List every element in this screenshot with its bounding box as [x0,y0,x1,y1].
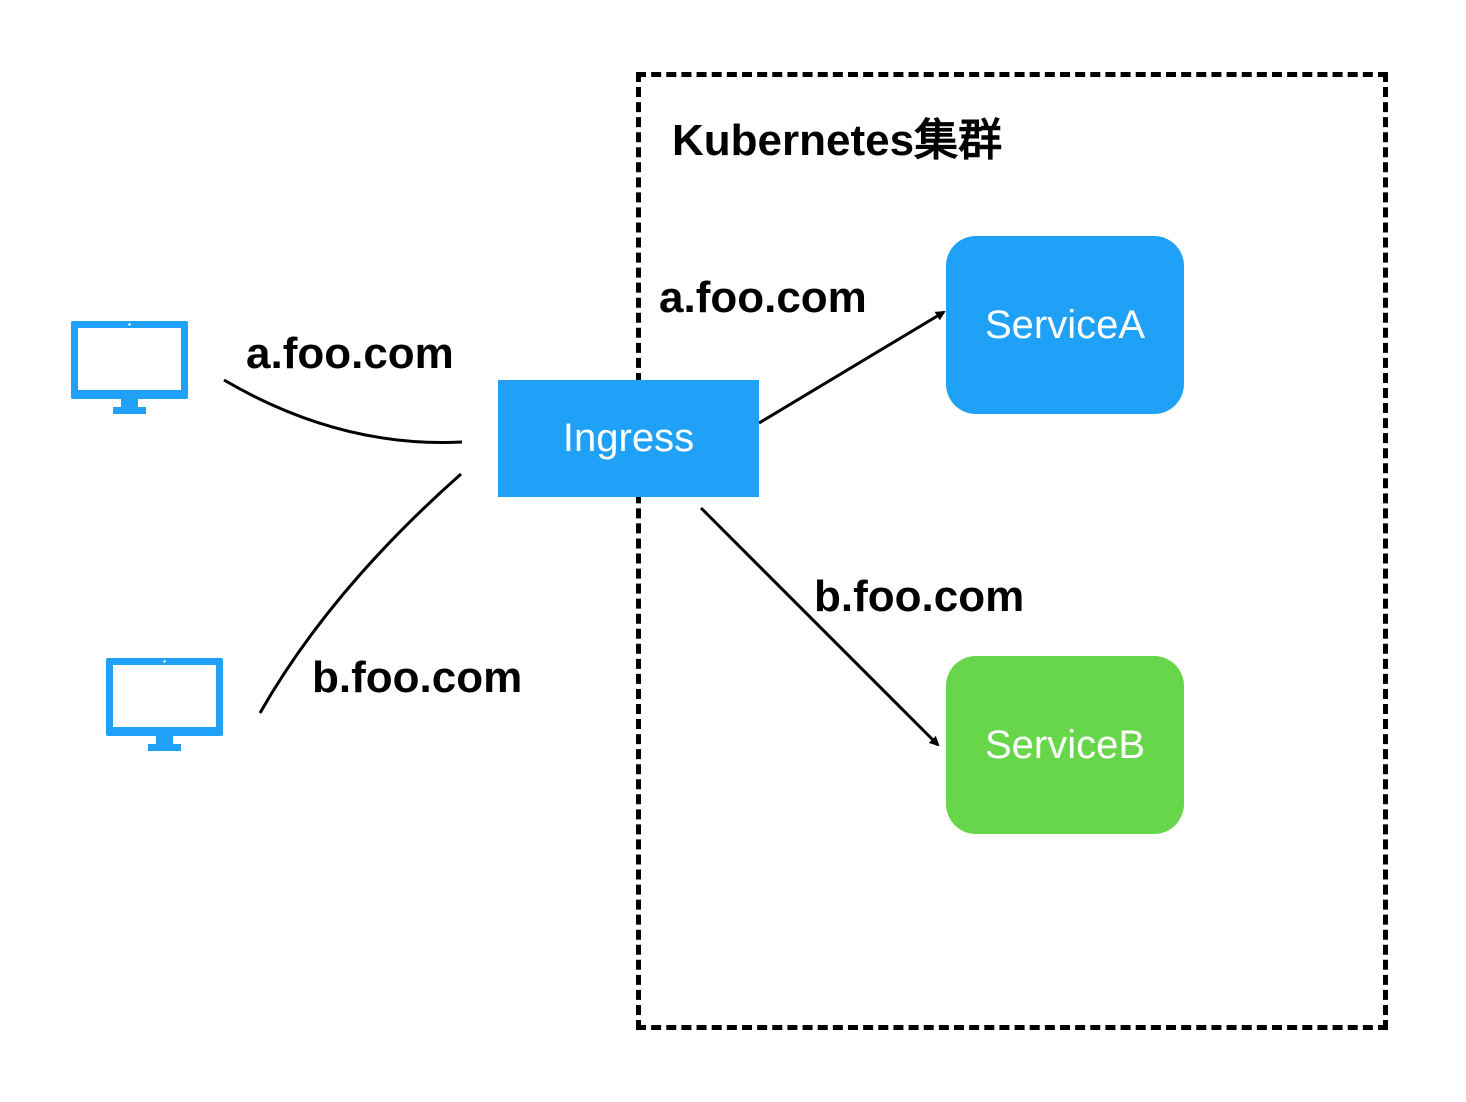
edge-client-b-to-ingress [258,472,462,714]
edge-ingress-to-service-a [758,310,946,425]
kubernetes-cluster-boundary [636,72,1388,1030]
service-b-label: ServiceB [984,722,1146,767]
service-a-label: ServiceA [984,302,1146,347]
edge-ingress-to-service-b [699,506,940,747]
edge-client-a-to-ingress [223,378,463,444]
edge-label-client-b: b.foo.com [312,653,523,702]
edge-label-service-a: a.foo.com [659,273,867,322]
edge-label-service-b: b.foo.com [814,572,1025,621]
edge-label-client-a: a.foo.com [246,329,454,378]
ingress-label: Ingress [562,416,695,460]
service-a-node[interactable]: ServiceA [946,236,1184,414]
cluster-title: Kubernetes集群 [672,116,1003,165]
monitor-icon [71,321,188,414]
monitor-icon [106,658,223,751]
service-b-node[interactable]: ServiceB [946,656,1184,834]
ingress-node[interactable]: Ingress [498,380,759,497]
